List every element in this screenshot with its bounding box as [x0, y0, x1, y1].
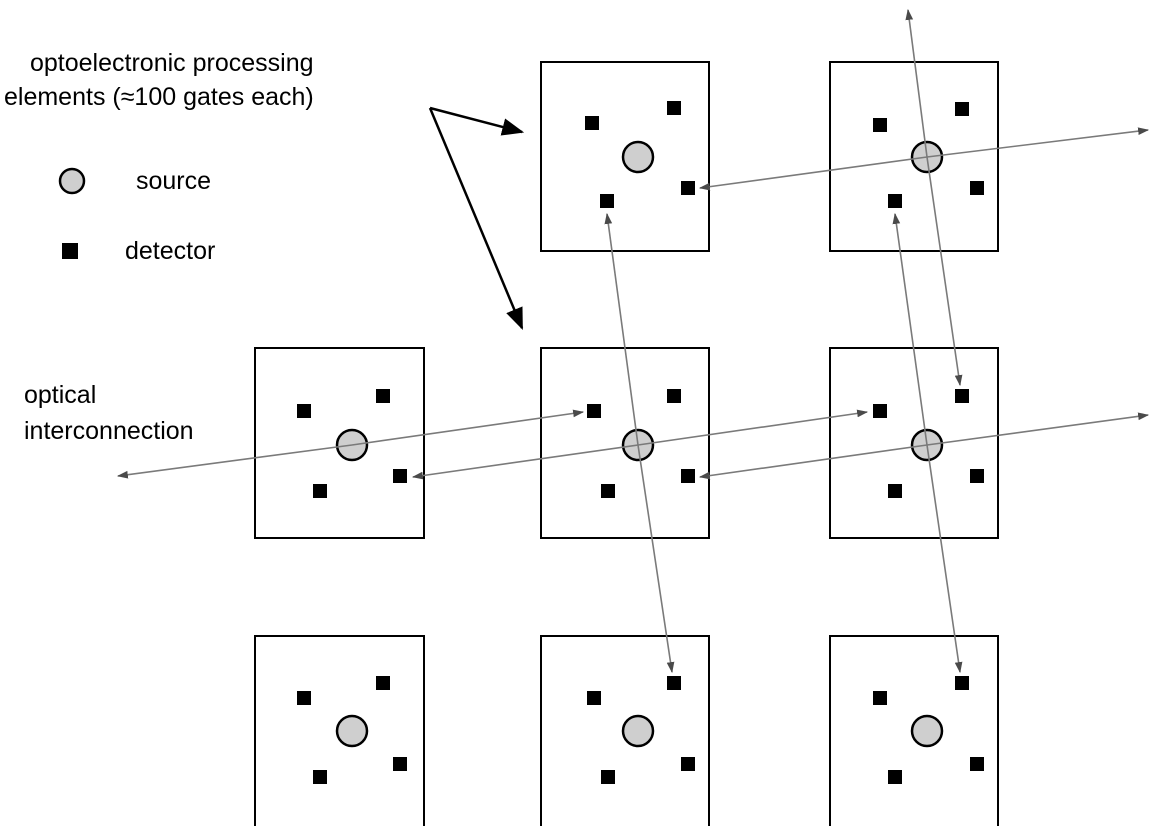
pe-row1-col3	[829, 61, 999, 252]
pe-row3-col1	[254, 635, 425, 826]
legend-source-label: source	[136, 167, 212, 195]
pe-row2-col1	[254, 347, 425, 539]
legend-detector-label: detector	[125, 237, 216, 265]
optical-beams	[116, 8, 1150, 674]
pe-leader-arrows	[428, 106, 525, 331]
legend-source-icon	[58, 167, 86, 195]
optical-label-line2: interconnection	[24, 417, 194, 445]
pe-row2-col2	[540, 347, 710, 539]
pe-row1-col2	[540, 61, 710, 252]
optical-label-line1: optical	[24, 381, 97, 409]
legend-detector-icon	[62, 243, 78, 259]
pe-label-line2: elements (≈100 gates each)	[4, 83, 314, 111]
pe-row3-col2	[540, 635, 710, 826]
pe-row2-col3	[829, 347, 999, 539]
pe-label-line1: optoelectronic processing	[30, 49, 314, 77]
pe-row3-col3	[829, 635, 999, 826]
